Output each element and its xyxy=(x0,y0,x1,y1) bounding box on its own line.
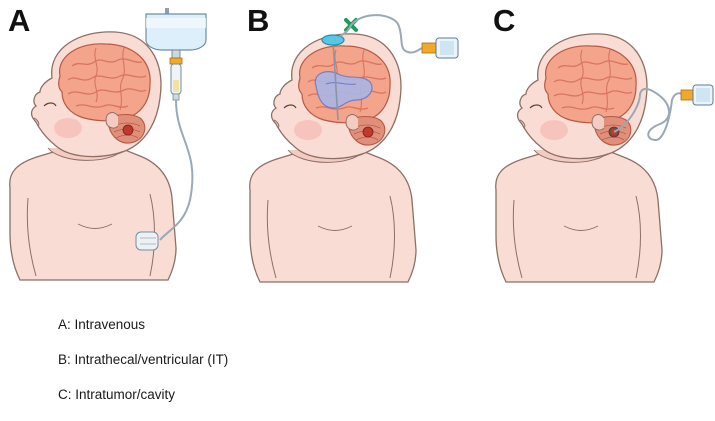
drug-delivery-routes-illustration: A B xyxy=(8,3,714,283)
iv-cannula xyxy=(135,231,159,251)
panel-b-letter: B xyxy=(247,3,269,38)
intratumoral-tubing xyxy=(613,88,683,142)
tumor-cavity-catheter-tip xyxy=(609,127,619,137)
panel-b: B xyxy=(247,3,459,283)
drip-chamber xyxy=(169,57,183,101)
iv-bag xyxy=(145,8,207,59)
legend-item-c: C: Intratumor/cavity xyxy=(58,387,176,402)
panel-c: C xyxy=(493,3,714,283)
legend-item-b: B: Intrathecal/ventricular (IT) xyxy=(58,352,229,367)
reservoir-tubing xyxy=(339,14,423,54)
patient-figure-b xyxy=(249,33,417,283)
legend: A: Intravenous B: Intrathecal/ventricula… xyxy=(58,316,458,421)
iv-tubing xyxy=(159,99,194,241)
panel-a: A xyxy=(8,3,207,281)
syringe-connector-c xyxy=(680,84,714,106)
panel-c-letter: C xyxy=(493,3,515,38)
ommaya-reservoir xyxy=(321,34,345,46)
syringe-connector-b xyxy=(421,37,459,59)
ventricular-catheter xyxy=(332,39,339,121)
panel-a-letter: A xyxy=(8,3,30,38)
patient-figure-c xyxy=(495,33,663,283)
legend-item-a: A: Intravenous xyxy=(58,317,146,332)
